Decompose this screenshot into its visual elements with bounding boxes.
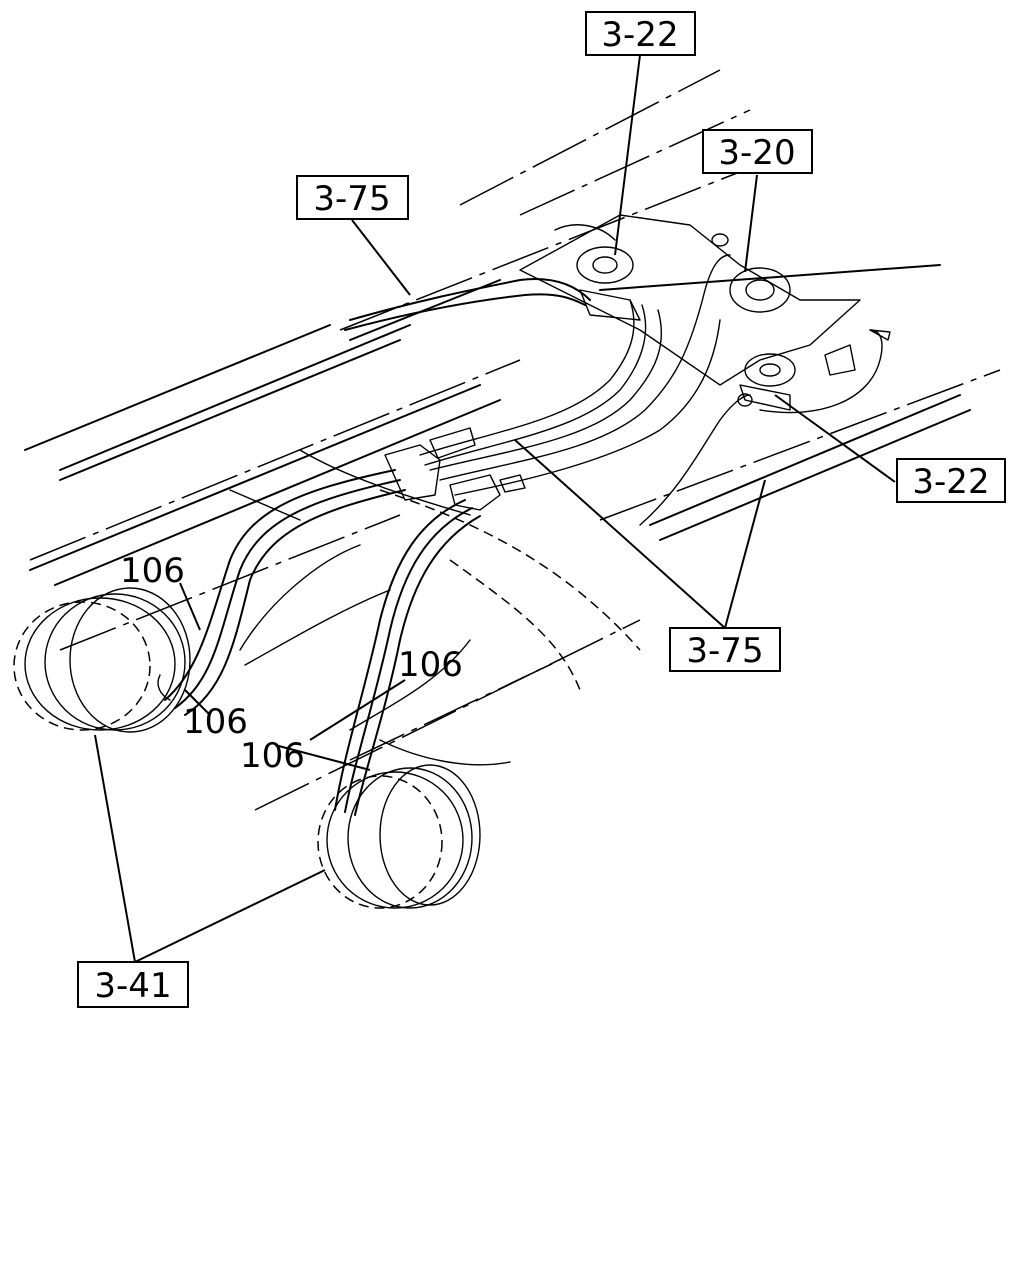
part-106-label: 106 xyxy=(120,551,185,591)
svg-text:3-22: 3-22 xyxy=(601,15,678,55)
svg-text:3-20: 3-20 xyxy=(718,133,795,173)
callout-3-20: 3-20 xyxy=(702,129,813,174)
frame-rail-lines xyxy=(24,69,1001,811)
callout-3-22-right: 3-22 xyxy=(896,458,1006,503)
callout-3-22-top: 3-22 xyxy=(585,11,696,56)
brake-chamber-left xyxy=(13,587,191,733)
brake-hoses xyxy=(164,254,883,816)
svg-text:3-75: 3-75 xyxy=(313,179,390,219)
callout-3-75-top: 3-75 xyxy=(296,175,409,220)
part-106-label: 106 xyxy=(183,702,248,742)
callout-3-75-bottom: 3-75 xyxy=(669,627,781,672)
svg-text:3-75: 3-75 xyxy=(686,631,763,671)
part-106-label: 106 xyxy=(240,736,305,776)
part-106-label: 106 xyxy=(398,645,463,685)
brake-chamber-right xyxy=(317,764,481,909)
svg-text:3-41: 3-41 xyxy=(94,966,171,1006)
svg-text:3-22: 3-22 xyxy=(912,462,989,502)
valve-assembly xyxy=(519,214,891,411)
callout-3-41: 3-41 xyxy=(77,961,189,1008)
leader-lines xyxy=(94,54,896,963)
